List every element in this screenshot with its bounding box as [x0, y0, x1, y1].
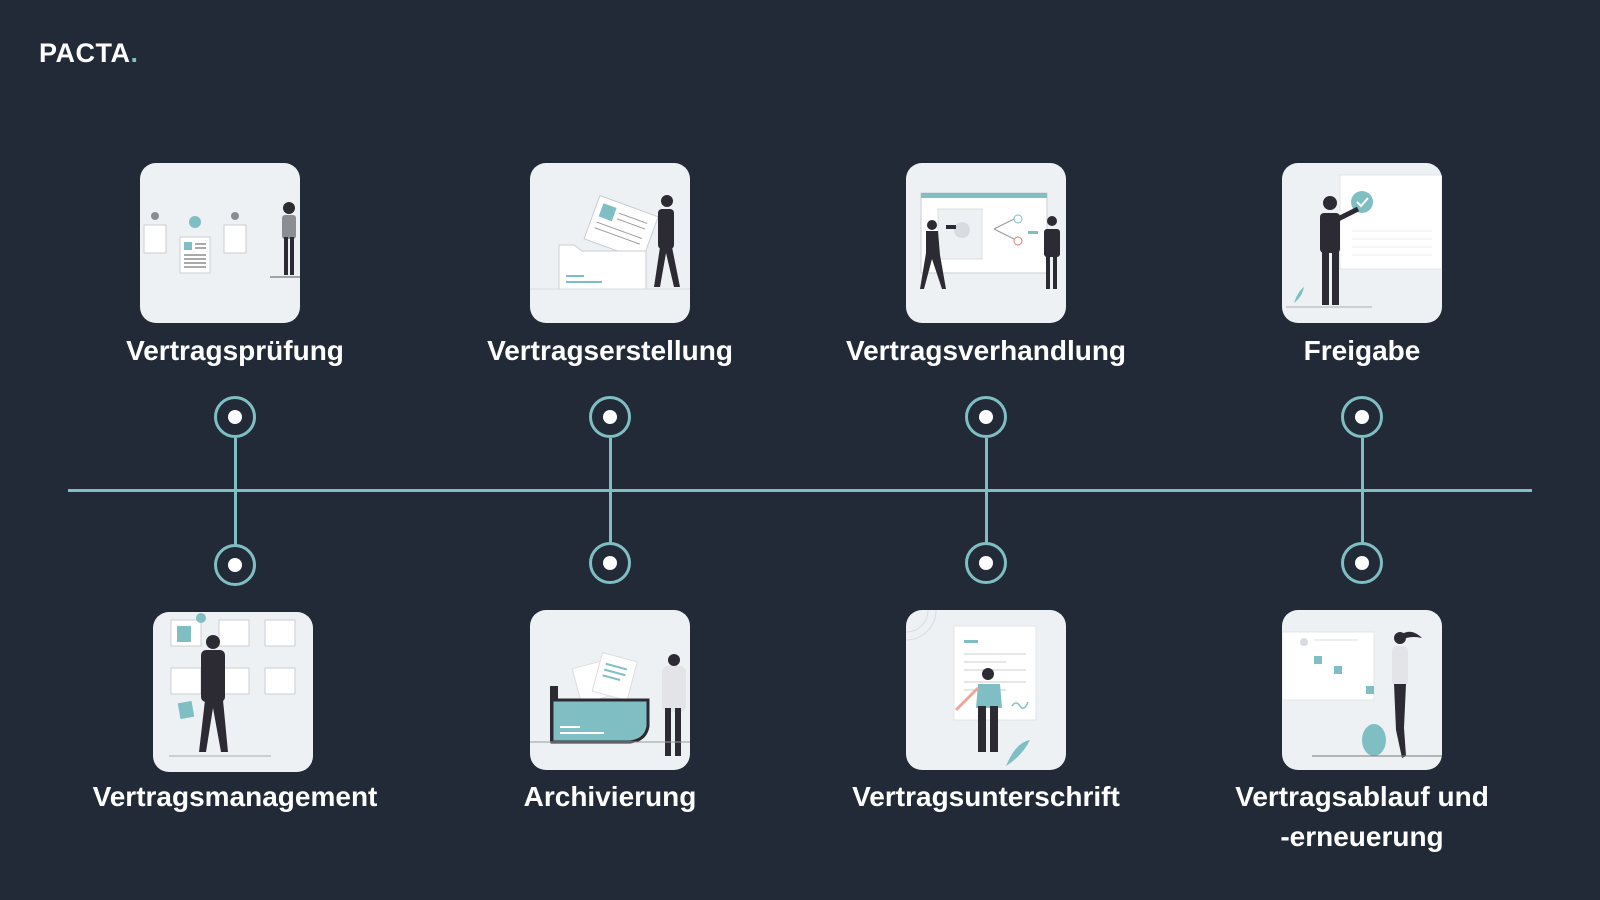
logo-text: PACTA — [39, 38, 131, 68]
timeline-node — [214, 396, 256, 438]
timeline-node — [589, 542, 631, 584]
create-document-folder-illustration — [530, 163, 690, 323]
calendar-renewal-illustration — [1282, 610, 1442, 770]
timeline-node — [589, 396, 631, 438]
stage-label: Vertragsmanagement — [92, 781, 378, 812]
timeline-connector — [608, 491, 612, 543]
timeline-connector — [233, 438, 237, 490]
negotiation-screen-illustration — [906, 163, 1066, 323]
timeline-connector — [1360, 491, 1364, 543]
timeline-connector — [608, 438, 612, 490]
stage-label: Freigabe — [1303, 335, 1421, 366]
timeline-node — [1341, 542, 1383, 584]
timeline-axis — [68, 489, 1532, 492]
timeline-connector — [984, 491, 988, 543]
stage-label: Vertragsunterschrift — [852, 781, 1120, 812]
timeline-connector — [233, 491, 237, 545]
signature-document-illustration — [906, 610, 1066, 770]
stage-label: Vertragsprüfung — [126, 335, 344, 366]
approval-check-illustration — [1282, 163, 1442, 323]
stage-label: Vertragsverhandlung — [845, 335, 1127, 366]
timeline-node — [965, 542, 1007, 584]
stage-label-line2: -erneuerung — [1280, 821, 1444, 852]
stage-label: Vertragserstellung — [487, 335, 733, 366]
review-documents-illustration — [140, 163, 300, 323]
timeline-node — [965, 396, 1007, 438]
stage-label-line1: Vertragsablauf und — [1235, 781, 1489, 812]
timeline-connector — [1360, 438, 1364, 490]
pacta-logo: PACTA. — [39, 38, 139, 69]
timeline-node — [214, 544, 256, 586]
archive-folder-illustration — [530, 610, 690, 770]
management-board-illustration — [153, 612, 313, 772]
timeline-node — [1341, 396, 1383, 438]
stage-label: Archivierung — [523, 781, 697, 812]
timeline-connector — [984, 438, 988, 490]
logo-dot: . — [130, 38, 139, 68]
